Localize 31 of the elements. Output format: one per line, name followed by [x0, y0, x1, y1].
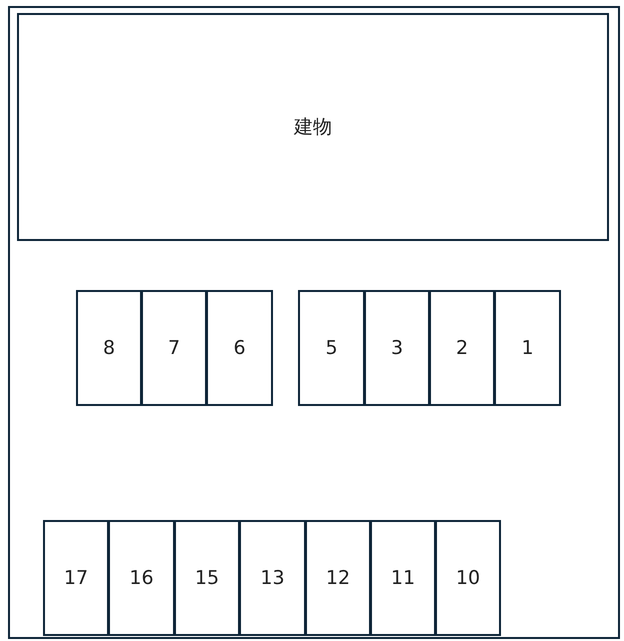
parking-space — [305, 520, 371, 636]
parking-space — [108, 520, 175, 636]
parking-space — [494, 290, 561, 406]
parking-space — [370, 520, 436, 636]
building-area — [17, 13, 609, 241]
space-number: 17 — [64, 567, 88, 589]
space-number: 8 — [102, 337, 116, 359]
parking-space — [76, 290, 142, 406]
parking-space — [141, 290, 207, 406]
parking-lot-outline — [8, 6, 620, 639]
parking-space — [298, 290, 365, 406]
space-number: 7 — [168, 337, 180, 359]
space-number: 12 — [326, 567, 350, 589]
parking-space — [206, 290, 273, 406]
space-number: 5 — [325, 337, 338, 359]
parking-space — [174, 520, 240, 636]
space-number: 3 — [390, 337, 404, 359]
parking-space — [435, 520, 501, 636]
space-number: 1 — [521, 337, 534, 359]
space-number: 6 — [233, 337, 246, 359]
parking-space — [429, 290, 495, 406]
parking-space — [364, 290, 430, 406]
space-number: 13 — [260, 567, 285, 589]
space-number: 16 — [129, 567, 154, 589]
space-number: 10 — [456, 567, 480, 589]
space-number: 11 — [390, 567, 416, 589]
parking-space — [239, 520, 306, 636]
area-label: 建物 — [294, 115, 332, 140]
space-number: 2 — [456, 337, 468, 359]
parking-space — [43, 520, 109, 636]
space-number: 15 — [194, 567, 220, 589]
